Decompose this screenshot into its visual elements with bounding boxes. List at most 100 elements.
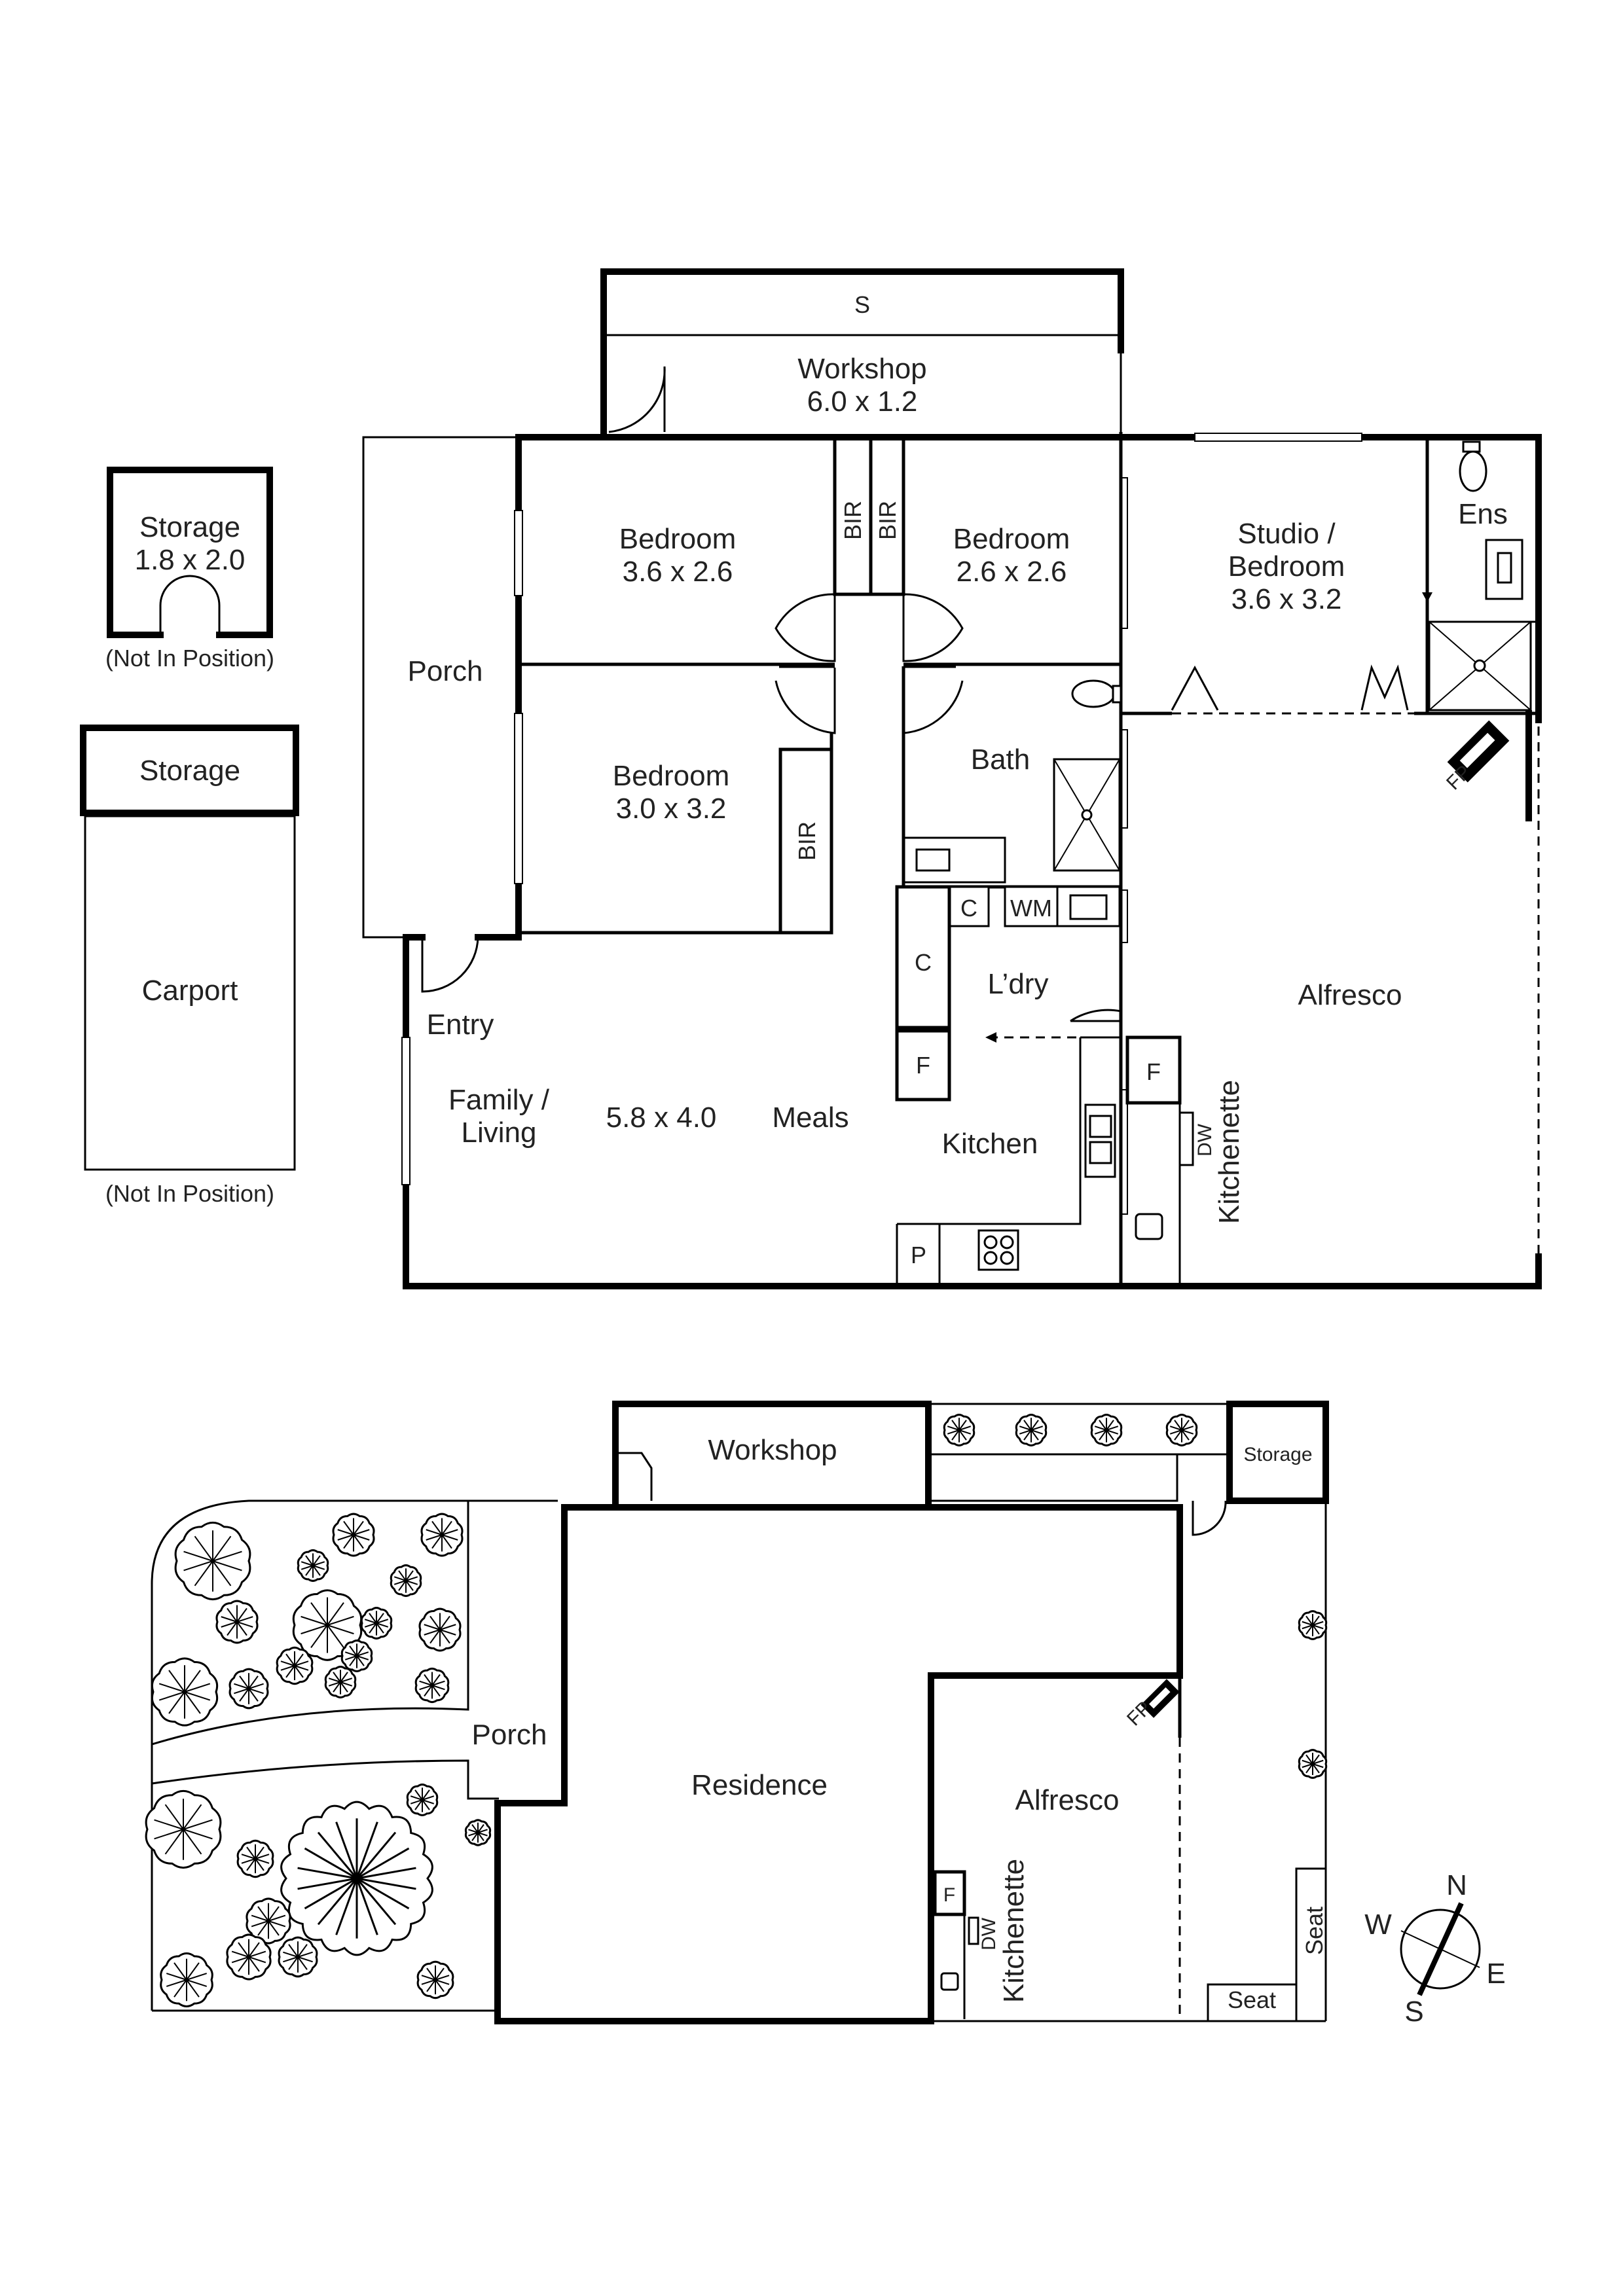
ensuite-label: Ens [1458,498,1508,530]
window [514,510,523,596]
site-alfresco: F DW Kitchenette FP Alfresco [931,1676,1326,2022]
window [514,713,523,884]
tree-icon [324,1666,357,1698]
tree-icon [160,1952,213,2007]
carport: Storage Carport (Not In Position) [80,725,299,1207]
site-fridge-label: F [943,1884,955,1906]
kitchen-label: Kitchen [942,1128,1038,1160]
compass-east: E [1486,1958,1505,1990]
tree-icon [292,1589,363,1661]
fireplace-icon [1447,720,1510,783]
bir-label: BIR [793,821,820,861]
tree-icon [360,1607,393,1640]
entry-label: Entry [427,1009,494,1041]
tree-icon [174,1521,251,1601]
tree-icon [1165,1414,1198,1446]
bir-label: BIR [839,501,866,540]
workshop-label: Workshop [797,353,926,385]
tree-icon [1298,1749,1328,1779]
tree-icon [215,1600,259,1644]
carport-label: Carport [142,975,238,1007]
bir-label: BIR [874,501,901,540]
tree-icon [420,1513,464,1557]
seat-label: Seat [1301,1907,1328,1955]
laundry: C WM C L’dry [895,885,1122,1043]
porch-label: Porch [408,655,483,687]
family-label-line2: Living [462,1117,537,1149]
cupboard-label: C [915,949,932,976]
residence: Residence [494,1504,1183,2024]
workshop: S Workshop 6.0 x 1.2 [600,268,1124,435]
garden-trees [145,1414,1328,2007]
house-outer-walls [403,434,1542,1289]
built-in-robes-top: BIR BIR [833,435,905,596]
bedroom-3-label: Bedroom [613,760,730,792]
tree-icon [414,1667,450,1704]
compass-south: S [1404,1996,1423,2028]
bedroom-1-dims: 3.6 x 2.6 [623,556,733,588]
seat-label: Seat [1228,1986,1276,2013]
tree-icon [276,1646,314,1685]
washing-machine-label: WM [1010,895,1052,922]
ensuite: Ens [1422,437,1539,713]
bedroom-1-label: Bedroom [619,523,737,555]
tree-icon [228,1668,269,1710]
tree-icon [332,1513,375,1557]
studio-bedroom: Studio / Bedroom 3.6 x 3.2 [1121,518,1539,715]
bedroom-1: Bedroom 3.6 x 2.6 [519,437,837,666]
site-workshop-label: Workshop [708,1434,837,1466]
tree-icon [340,1640,373,1672]
tree-icon [297,1549,329,1582]
studio-label-line1: Studio / [1237,518,1336,550]
bedroom-2: Bedroom 2.6 x 2.6 [903,432,1123,942]
storage-dims: 1.8 x 2.0 [135,544,246,576]
kitchenette-label: Kitchenette [1213,1080,1245,1224]
hallway-doors [775,593,964,734]
kitchen: F P Kitchen [895,1029,1121,1286]
tree-icon [943,1414,976,1446]
bathroom: Bath [902,679,1122,884]
porch: Porch [362,436,519,939]
site-plan: Workshop Storage Residence Porch [145,1401,1329,2024]
tree-icon [390,1564,422,1597]
compass-west: W [1364,1909,1392,1941]
tree-icon [416,1960,454,2000]
tree-icon [1015,1414,1048,1446]
storage-note: (Not In Position) [105,645,274,672]
site-dishwasher-label: DW [978,1917,1000,1950]
site-alfresco-label: Alfresco [1015,1784,1120,1816]
carport-storage-label: Storage [139,755,240,787]
bedroom-3-dims: 3.0 x 3.2 [616,793,727,825]
site-fireplace-icon [1140,1679,1180,1718]
tree-icon [236,1839,274,1878]
main-floor-plan: S Workshop 6.0 x 1.2 Porch Entry [362,268,1542,1289]
pantry-label: P [911,1242,926,1268]
tree-icon [151,1657,219,1727]
compass: N E S W [1364,1869,1505,2028]
studio-dims: 3.6 x 3.2 [1231,583,1342,615]
bedroom-2-dims: 2.6 x 2.6 [957,556,1067,588]
bedroom-3: BIR Bedroom 3.0 x 3.2 [519,733,833,935]
alfresco-label: Alfresco [1298,979,1402,1011]
meals-label: Meals [772,1102,848,1134]
family-dims: 5.8 x 4.0 [606,1102,717,1134]
site-porch-label: Porch [472,1719,547,1751]
family-living-meals: Family / Living 5.8 x 4.0 Meals [448,1084,849,1149]
tree-icon [280,1801,433,1956]
window [1194,433,1362,442]
carport-note: (Not In Position) [105,1180,274,1207]
tree-icon [226,1933,272,1981]
laundry-cupboard-label: C [960,895,977,922]
compass-north: N [1446,1869,1467,1901]
studio-label-line2: Bedroom [1228,550,1345,583]
bath-label: Bath [971,744,1030,776]
window [401,1037,410,1185]
tree-icon [1090,1414,1123,1446]
garden-boundary [151,1499,558,2011]
storage-label: Storage [139,511,240,543]
tree-icon [418,1607,462,1652]
residence-label: Residence [691,1769,828,1801]
tree-icon [464,1819,492,1846]
laundry-label: L’dry [988,968,1049,1000]
